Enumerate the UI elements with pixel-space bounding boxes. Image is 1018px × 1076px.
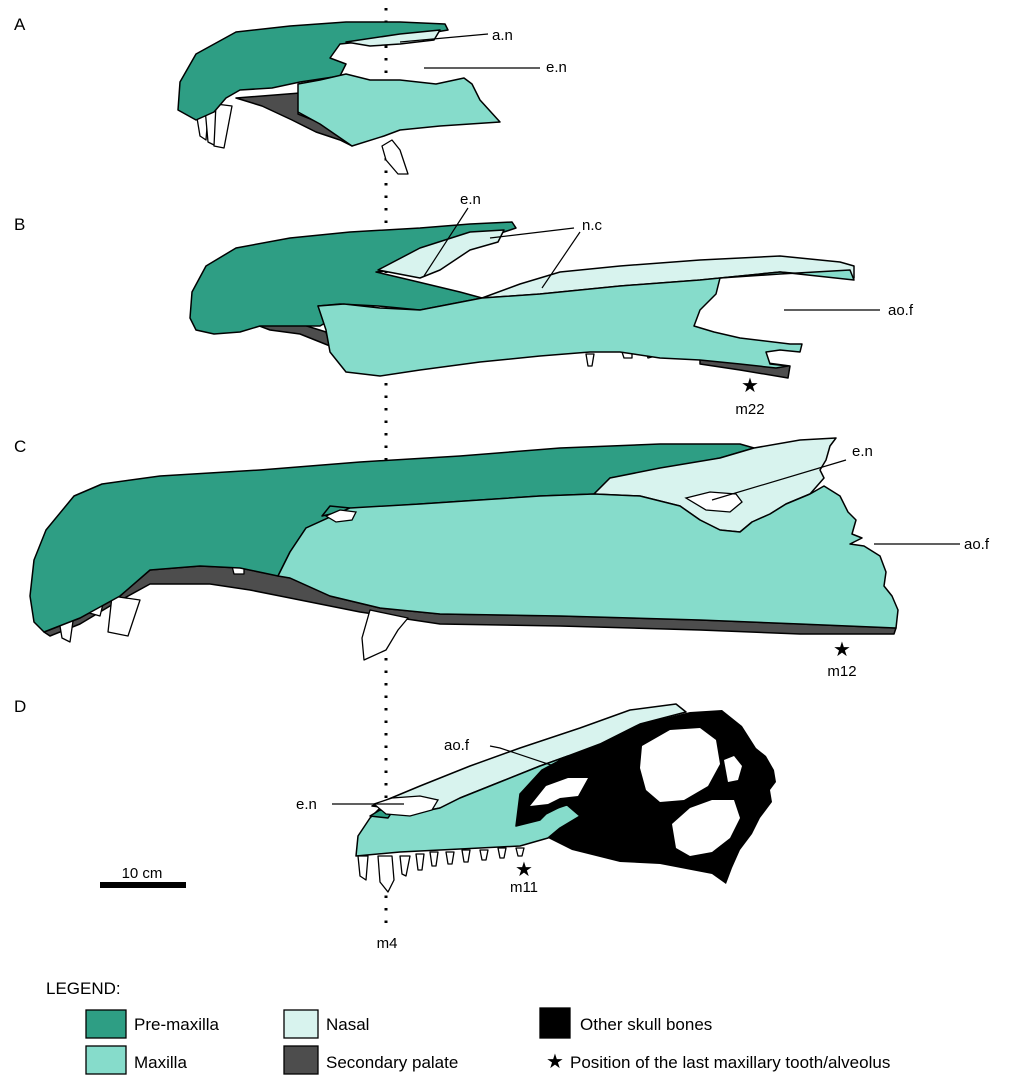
panel-a-en-label: e.n bbox=[546, 59, 567, 76]
panel-d-tooth bbox=[358, 856, 368, 880]
panel-d-tooth-label: m11 bbox=[510, 879, 538, 896]
legend-swatch-maxilla bbox=[86, 1046, 126, 1074]
panel-d-tooth bbox=[400, 856, 410, 876]
scale-bar-line bbox=[100, 882, 186, 888]
panel-d-letter: D bbox=[14, 697, 26, 716]
legend: LEGEND: Pre-maxilla Maxilla Nasal Second… bbox=[46, 979, 890, 1074]
panel-b-star: ★ bbox=[741, 375, 759, 397]
legend-swatch-secondary-palate bbox=[284, 1046, 318, 1074]
panel-d-tooth bbox=[430, 852, 438, 866]
panel-a-tooth bbox=[214, 104, 232, 148]
panel-c-tooth bbox=[108, 596, 140, 636]
legend-label-premaxilla: Pre-maxilla bbox=[134, 1015, 220, 1034]
panel-c-tooth-label: m12 bbox=[827, 663, 856, 680]
scale-bar: 10 cm bbox=[100, 865, 186, 888]
legend-label-maxilla: Maxilla bbox=[134, 1053, 187, 1072]
legend-swatch-premaxilla bbox=[86, 1010, 126, 1038]
scale-bar-label: 10 cm bbox=[122, 865, 163, 882]
panel-b-letter: B bbox=[14, 215, 25, 234]
panel-d-tooth bbox=[480, 850, 488, 860]
legend-swatch-other-skull-bones bbox=[540, 1008, 570, 1038]
panel-c-star: ★ bbox=[833, 639, 851, 661]
panel-c: C e.n ao.f ★ m12 bbox=[14, 437, 990, 680]
panel-a-an-label: a.n bbox=[492, 27, 513, 44]
panel-b-nc-label: n.c bbox=[582, 217, 603, 234]
panel-a-letter: A bbox=[14, 15, 26, 34]
legend-swatch-nasal bbox=[284, 1010, 318, 1038]
legend-title: LEGEND: bbox=[46, 979, 121, 998]
panel-b-tooth bbox=[586, 354, 594, 366]
panel-d-tooth bbox=[378, 856, 394, 892]
panel-b-aof-label: ao.f bbox=[888, 302, 914, 319]
m4-label: m4 bbox=[377, 935, 398, 952]
panel-b-en-label: e.n bbox=[460, 191, 481, 208]
panel-b: B e.n n.c ao.f ★ m22 bbox=[14, 191, 914, 418]
legend-label-nasal: Nasal bbox=[326, 1015, 369, 1034]
legend-label-secondary-palate: Secondary palate bbox=[326, 1053, 458, 1072]
panel-d-tooth bbox=[462, 850, 470, 862]
panel-c-letter: C bbox=[14, 437, 26, 456]
panel-d-star: ★ bbox=[515, 859, 533, 881]
panel-d-en-label: e.n bbox=[296, 796, 317, 813]
legend-label-other-skull-bones: Other skull bones bbox=[580, 1015, 712, 1034]
panel-a-tooth bbox=[382, 140, 408, 174]
panel-d-tooth bbox=[416, 854, 424, 870]
panel-d-tooth bbox=[516, 848, 524, 856]
panel-c-tooth bbox=[362, 610, 408, 660]
panel-d-tooth bbox=[446, 852, 454, 864]
panel-b-tooth-label: m22 bbox=[735, 401, 764, 418]
panel-a: A a.n e.n bbox=[14, 15, 567, 174]
panel-c-aof-label: ao.f bbox=[964, 536, 990, 553]
panel-d-aof-label: ao.f bbox=[444, 737, 470, 754]
panel-d-tooth bbox=[498, 848, 506, 858]
legend-star-icon: ★ bbox=[546, 1051, 564, 1073]
legend-star-note: Position of the last maxillary tooth/alv… bbox=[570, 1053, 890, 1072]
panel-c-en-label: e.n bbox=[852, 443, 873, 460]
